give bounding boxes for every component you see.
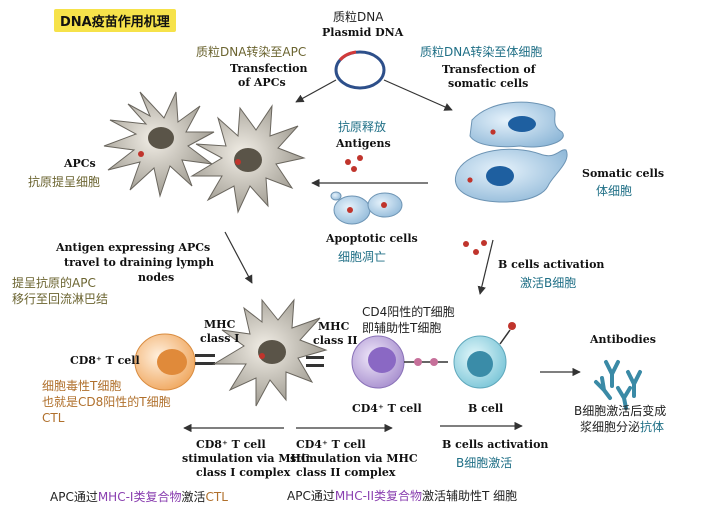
- arrow-b-activation: [477, 239, 494, 295]
- b-cell-label: B cell: [468, 402, 504, 415]
- apoptotic-cn: 细胞凋亡: [338, 250, 387, 264]
- arrow-plasmid-to-somatic: [383, 79, 453, 111]
- apc-transfection-en1: Transfection: [230, 62, 308, 75]
- travel-en3: nodes: [138, 271, 175, 284]
- mhc2-line1: MHC: [318, 320, 350, 333]
- antibodies-en: Antibodies: [590, 333, 656, 346]
- mhc2-line2: class II: [313, 334, 358, 347]
- cd4-stim-line1: CD4⁺ T cell: [296, 438, 366, 451]
- bottom-right-c: 激活辅助性T 细胞: [422, 489, 518, 503]
- apcs-en: APCs: [64, 157, 96, 170]
- arrow-plasmid-to-apc: [295, 79, 337, 103]
- bottom-left-b: MHC-I类复合物: [97, 490, 182, 504]
- cd4-cell-label: CD4⁺ T cell: [352, 402, 422, 415]
- cd8-stim-line1: CD8⁺ T cell: [196, 438, 266, 451]
- plasmid-ring: [334, 50, 386, 90]
- apcs-cn: 抗原提呈细胞: [28, 175, 101, 189]
- travel-cn1: 提呈抗原的APC: [12, 276, 96, 290]
- mhc1-line2: class I: [200, 332, 240, 345]
- antigens-en: Antigens: [336, 137, 391, 150]
- diagram-title: DNA疫苗作用机理: [54, 9, 176, 32]
- b-activation-bottom-cn: B细胞激活: [456, 456, 513, 470]
- cd8-cn2: 也就是CD8阳性的T细胞: [42, 395, 171, 409]
- somatic-cells: [454, 101, 568, 203]
- b-cell: [453, 322, 516, 389]
- cd4-t-cell: [351, 335, 448, 389]
- cd8-stim-line2: stimulation via MHC: [182, 452, 310, 465]
- antibodies-cn2: 浆细胞分泌抗体: [580, 420, 664, 434]
- antigens-cn: 抗原释放: [338, 120, 387, 134]
- apc-transfection-cn: 质粒DNA转染至APC: [196, 45, 307, 59]
- apoptotic-cells: [330, 191, 403, 225]
- antibodies-icon: [594, 360, 642, 410]
- mhc1-line1: MHC: [204, 318, 236, 331]
- apc-cell-left: [103, 91, 215, 198]
- antigen-dots: [345, 155, 363, 172]
- antibodies-cn2a: 浆细胞分泌: [580, 420, 641, 434]
- apc-cell-right: [190, 104, 306, 214]
- plasmid-label-en: Plasmid DNA: [322, 26, 404, 39]
- somatic-transfection-cn: 质粒DNA转染至体细胞: [420, 45, 543, 59]
- bottom-right-a: APC通过: [287, 489, 335, 503]
- b-activation-top-en: B cells activation: [498, 258, 605, 271]
- apoptotic-en: Apoptotic cells: [326, 232, 418, 245]
- travel-cn2: 移行至回流淋巴结: [12, 292, 109, 306]
- cd8-en: CD8⁺ T cell: [70, 354, 140, 367]
- cd4-note-line1: CD4阳性的T细胞: [362, 305, 455, 319]
- arrow-apc-travel: [224, 231, 253, 284]
- b-activation-top-cn: 激活B细胞: [520, 276, 577, 290]
- travel-en1: Antigen expressing APCs: [56, 241, 211, 254]
- bottom-right-b: MHC-II类复合物: [334, 489, 422, 503]
- bottom-left-caption: APC通过MHC-I类复合物激活CTL: [50, 490, 228, 504]
- apc-cell-center: [212, 298, 328, 407]
- somatic-transfection-en2: somatic cells: [448, 77, 529, 90]
- cd8-stim-line3: class I complex: [196, 466, 291, 479]
- cd8-t-cell: [134, 333, 215, 391]
- bottom-left-d: CTL: [205, 490, 228, 504]
- cd4-stim-line2: stimulation via MHC: [290, 452, 418, 465]
- somatic-cells-cn: 体细胞: [596, 184, 633, 198]
- bottom-left-a: APC通过: [50, 490, 98, 504]
- somatic-transfection-en1: Transfection of: [442, 63, 536, 76]
- antibodies-cn1: B细胞激活后变成: [574, 404, 667, 418]
- travel-en2: travel to draining lymph: [64, 256, 215, 269]
- b-antigen-dots: [463, 240, 487, 255]
- cd8-cn3: CTL: [42, 411, 65, 425]
- bottom-right-caption: APC通过MHC-II类复合物激活辅助性T 细胞: [287, 489, 517, 503]
- plasmid-label-cn: 质粒DNA: [333, 10, 384, 24]
- cd4-stim-line3: class II complex: [296, 466, 396, 479]
- antibodies-cn2b: 抗体: [640, 420, 665, 434]
- b-activation-bottom-en: B cells activation: [442, 438, 549, 451]
- cd8-cn1: 细胞毒性T细胞: [42, 379, 122, 393]
- apc-transfection-en2: of APCs: [238, 76, 286, 89]
- cd4-note-line2: 即辅助性T细胞: [362, 321, 442, 335]
- bottom-left-c: 激活: [181, 490, 206, 504]
- somatic-cells-en: Somatic cells: [582, 167, 665, 180]
